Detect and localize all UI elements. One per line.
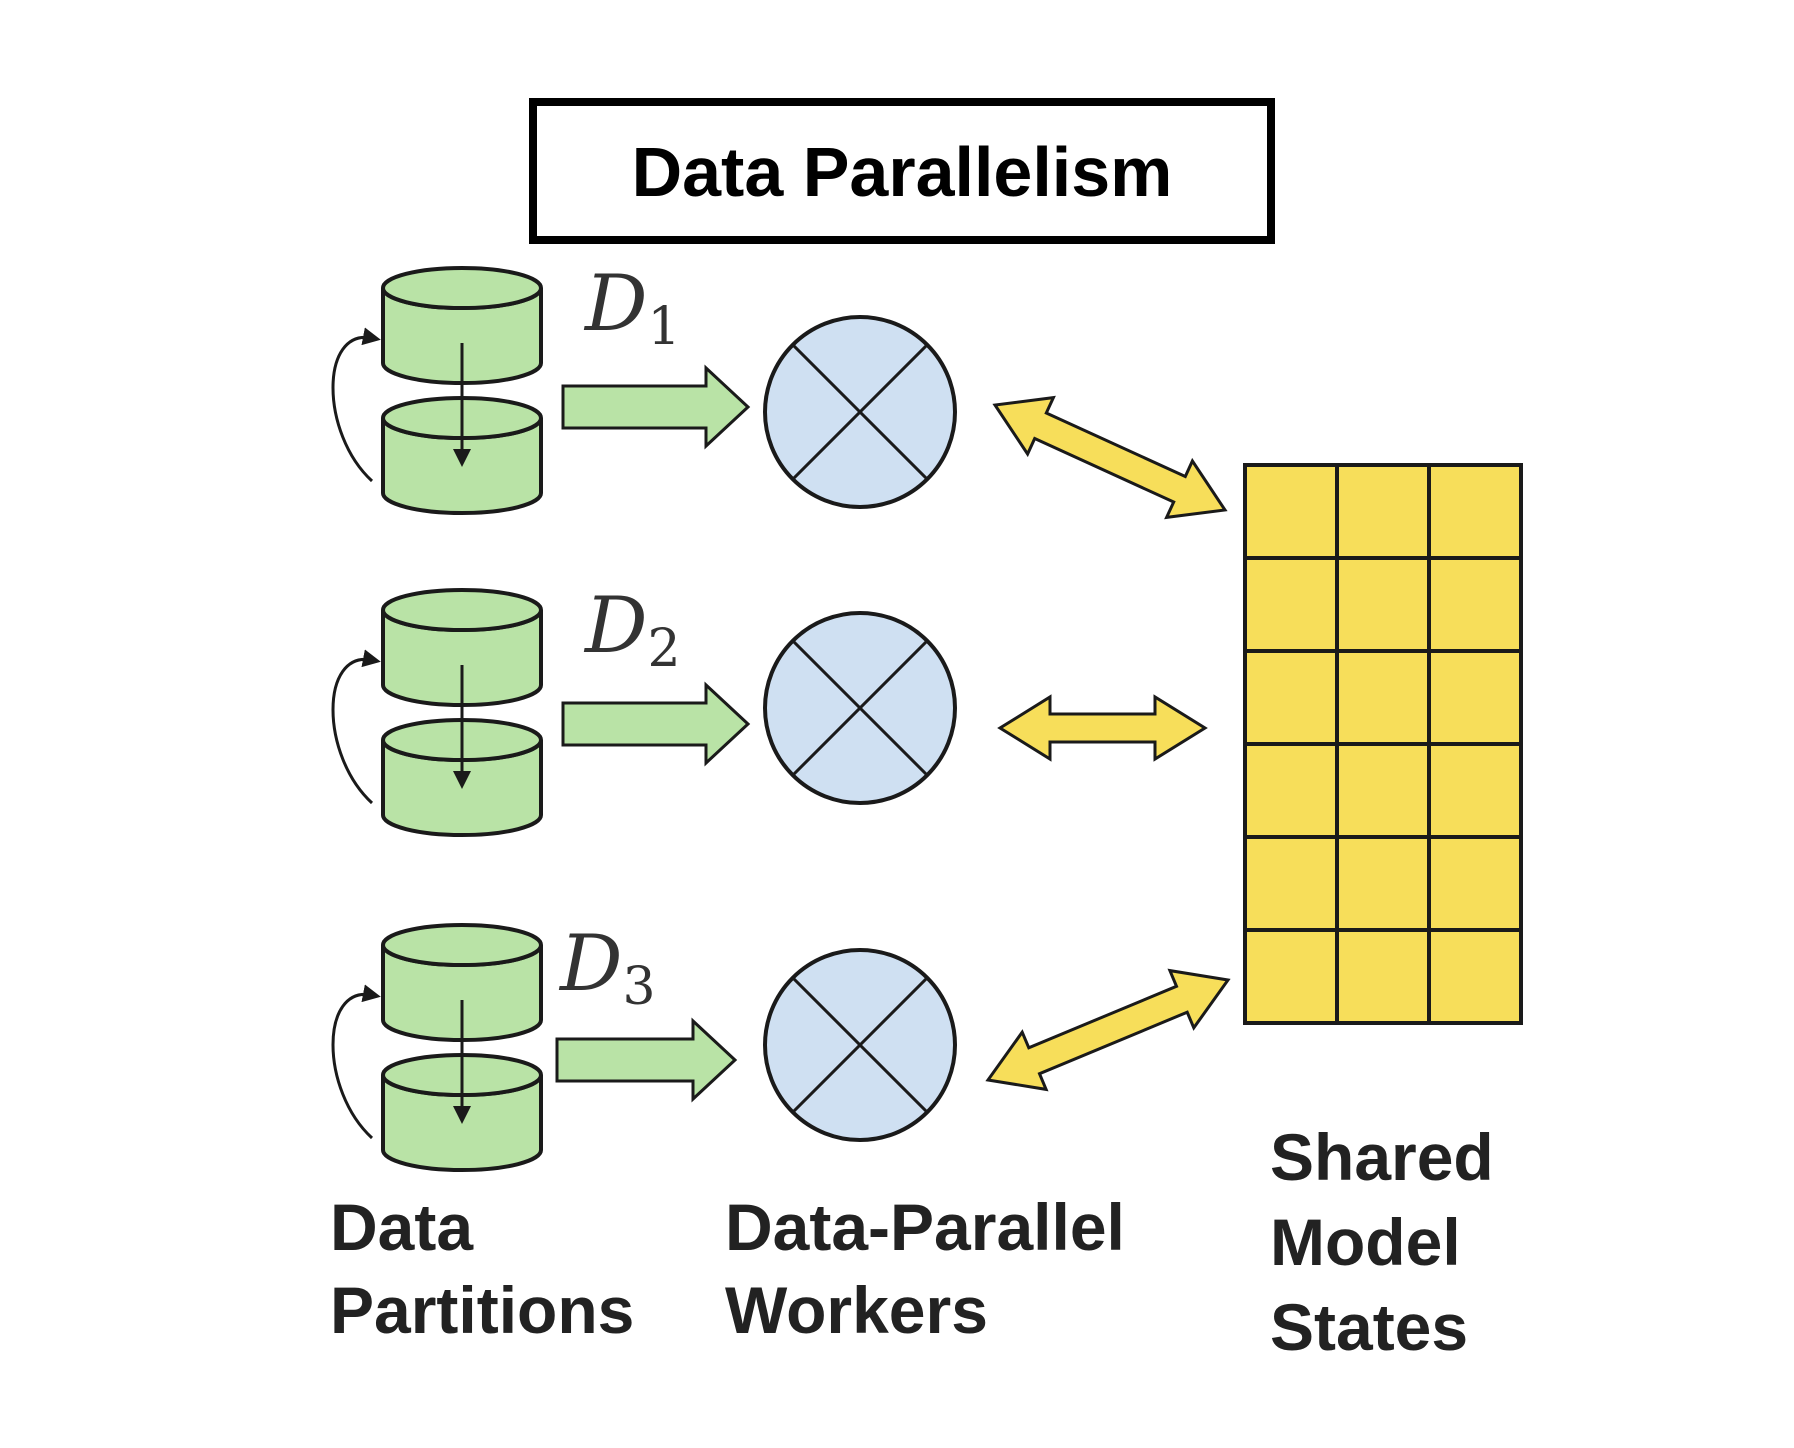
- exchange-arrow-3: [985, 968, 1231, 1092]
- model-state-cell: [1427, 928, 1523, 1025]
- model-state-cell: [1335, 928, 1431, 1025]
- model-state-cell: [1243, 928, 1339, 1025]
- model-state-cell: [1427, 742, 1523, 839]
- partition-label: D1: [583, 259, 681, 357]
- model-state-cell: [1427, 835, 1523, 932]
- flow-arrow: [561, 364, 751, 450]
- worker-2: [763, 611, 957, 805]
- partition-row-3: D3: [331, 919, 738, 1172]
- partition-cylinder-top: [381, 923, 543, 1042]
- model-label-line-2: Model: [1270, 1205, 1461, 1279]
- cycle-arrow: [331, 649, 381, 805]
- worker-cross-line: [791, 639, 929, 777]
- model-state-cell: [1243, 556, 1339, 653]
- worker-3: [763, 948, 957, 1142]
- model-state-cell: [1427, 463, 1523, 560]
- partition-subscript: 1: [648, 297, 681, 357]
- flow-arrow: [561, 681, 751, 767]
- partition-cylinder-top: [381, 266, 543, 385]
- diagram-title: Data Parallelism: [632, 133, 1173, 211]
- partition-label: D3: [558, 919, 656, 1017]
- model-state-cell: [1335, 556, 1431, 653]
- workers-label-line-1: Data-Parallel: [725, 1190, 1125, 1264]
- model-label-line-3: States: [1270, 1290, 1468, 1364]
- partitions-label-line-1: Data: [330, 1190, 474, 1264]
- data-parallel-workers: [763, 315, 957, 1142]
- model-state-cell: [1243, 649, 1339, 746]
- partitions-label: Data Partitions: [330, 1190, 634, 1347]
- flow-arrow: [555, 1017, 738, 1103]
- model-label: Shared Model States: [1270, 1120, 1494, 1364]
- model-state-cell: [1243, 463, 1339, 560]
- worker-cross-line: [791, 976, 929, 1114]
- worker-cross-line: [791, 343, 929, 481]
- partition-label: D2: [583, 581, 681, 679]
- model-state-cell: [1427, 556, 1523, 653]
- exchange-arrow-1: [992, 395, 1228, 520]
- model-state-cell: [1335, 649, 1431, 746]
- model-state-cell: [1335, 835, 1431, 932]
- model-label-line-1: Shared: [1270, 1120, 1494, 1194]
- partitions-label-line-2: Partitions: [330, 1273, 634, 1347]
- partition-symbol: D: [583, 259, 648, 349]
- model-state-cell: [1243, 742, 1339, 839]
- shared-model-grid: [1243, 463, 1523, 1025]
- partition-symbol: D: [558, 919, 623, 1009]
- model-state-cell: [1243, 835, 1339, 932]
- exchange-arrow-2: [997, 694, 1208, 762]
- model-state-cell: [1335, 463, 1431, 560]
- partition-symbol: D: [583, 581, 648, 671]
- workers-label: Data-Parallel Workers: [725, 1190, 1125, 1347]
- worker-1: [763, 315, 957, 509]
- partition-row-2: D2: [331, 581, 751, 837]
- model-state-cell: [1427, 649, 1523, 746]
- partition-subscript: 2: [648, 619, 681, 679]
- model-state-cell: [1335, 742, 1431, 839]
- partition-row-1: D1: [331, 259, 751, 515]
- partition-cylinder-top: [381, 588, 543, 707]
- partition-subscript: 3: [623, 957, 656, 1017]
- workers-label-line-2: Workers: [725, 1273, 988, 1347]
- cycle-arrow: [331, 984, 381, 1140]
- title-box: Data Parallelism: [529, 98, 1275, 244]
- cycle-arrow: [331, 327, 381, 483]
- exchange-arrows: [985, 395, 1231, 1092]
